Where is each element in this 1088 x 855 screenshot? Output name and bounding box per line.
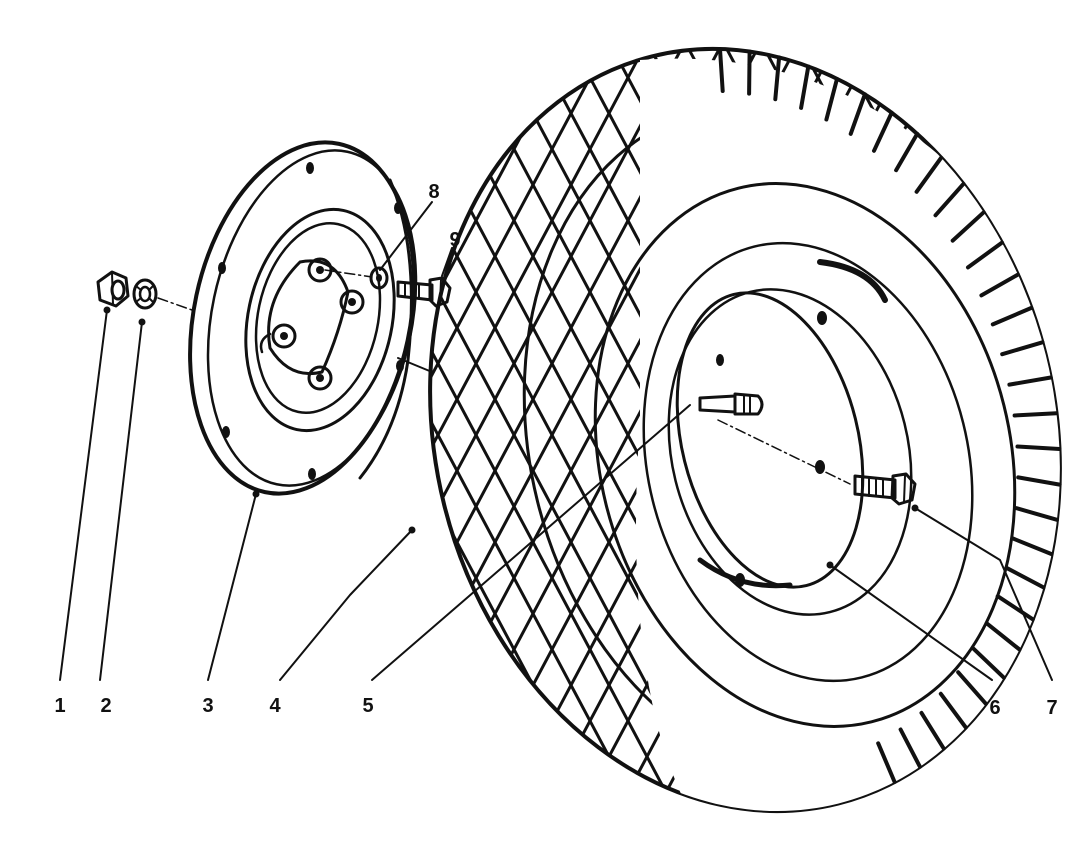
- tread-line: [0, 40, 344, 830]
- tread-lug: [984, 621, 1022, 652]
- tread-lug: [990, 305, 1034, 327]
- tread-lug: [1016, 475, 1062, 487]
- hex-screw: [396, 276, 452, 308]
- tread-lug: [1000, 340, 1045, 357]
- callout-5: 5: [362, 695, 373, 717]
- tread-lug: [995, 594, 1035, 622]
- tread-line: [351, 39, 650, 831]
- flange-hole: [222, 426, 230, 438]
- tread-lug: [966, 240, 1004, 270]
- tread-lug: [773, 55, 782, 102]
- tread-lug: [914, 155, 944, 194]
- tread-lug: [848, 92, 867, 136]
- tread-lug: [876, 741, 897, 784]
- callout-4: 4: [269, 695, 281, 717]
- hex-nut: [96, 270, 130, 308]
- tread-lug: [971, 646, 1006, 680]
- tread-lug: [950, 210, 986, 243]
- leader-dots: [103, 306, 919, 569]
- tread-lug: [979, 272, 1020, 298]
- rim-bolt-hole: [735, 573, 745, 587]
- flange-hole: [394, 202, 402, 214]
- callout-6: 6: [989, 697, 1000, 719]
- callout-9: 9: [449, 229, 460, 251]
- tread-line: [351, 39, 612, 831]
- tread-lug: [747, 49, 752, 96]
- callouts: 1 2 3 4 5 6 7 8 9: [54, 181, 1057, 719]
- rim-bolt-hole: [716, 354, 724, 366]
- lock-washer: [132, 278, 158, 310]
- tread-lug: [799, 64, 811, 110]
- tread-lug: [898, 727, 922, 769]
- tread-lug: [894, 131, 920, 173]
- tread-lug: [933, 181, 966, 218]
- tread-line: [351, 39, 536, 831]
- valve-stem: [698, 392, 764, 416]
- leader-lines: [59, 201, 1053, 681]
- flange-hole: [396, 360, 404, 372]
- tread-lug: [824, 76, 839, 122]
- rim-bolt-hole: [817, 311, 827, 325]
- tread-lugs: [718, 47, 1062, 784]
- callout-7: 7: [1046, 697, 1057, 719]
- tread-line: [351, 39, 536, 831]
- tread-line: [0, 40, 344, 830]
- tread-line: [351, 39, 688, 831]
- wheel-bolt: [853, 472, 917, 506]
- tread-lug: [1010, 536, 1054, 557]
- tread-lug: [1015, 444, 1062, 451]
- tread-lug: [919, 710, 946, 751]
- washer: [369, 266, 389, 290]
- flange-hole: [306, 162, 314, 174]
- hub-plate: [188, 140, 418, 496]
- tread-lug: [1004, 565, 1046, 590]
- tread-pattern: [0, 39, 1088, 831]
- centerlines: [157, 269, 851, 485]
- tread-lug: [872, 110, 894, 153]
- tread-lug: [956, 670, 988, 706]
- tread-lug: [1014, 506, 1059, 522]
- callout-8: 8: [428, 181, 439, 203]
- tread-lug: [718, 47, 725, 93]
- callout-2: 2: [100, 695, 111, 717]
- flange-hole: [308, 468, 316, 480]
- callout-3: 3: [202, 695, 213, 717]
- flange-hole: [218, 262, 226, 274]
- tread-lug: [1007, 375, 1053, 387]
- tread-lug: [1012, 411, 1059, 418]
- tread-lug: [938, 691, 968, 730]
- callout-1: 1: [54, 695, 65, 717]
